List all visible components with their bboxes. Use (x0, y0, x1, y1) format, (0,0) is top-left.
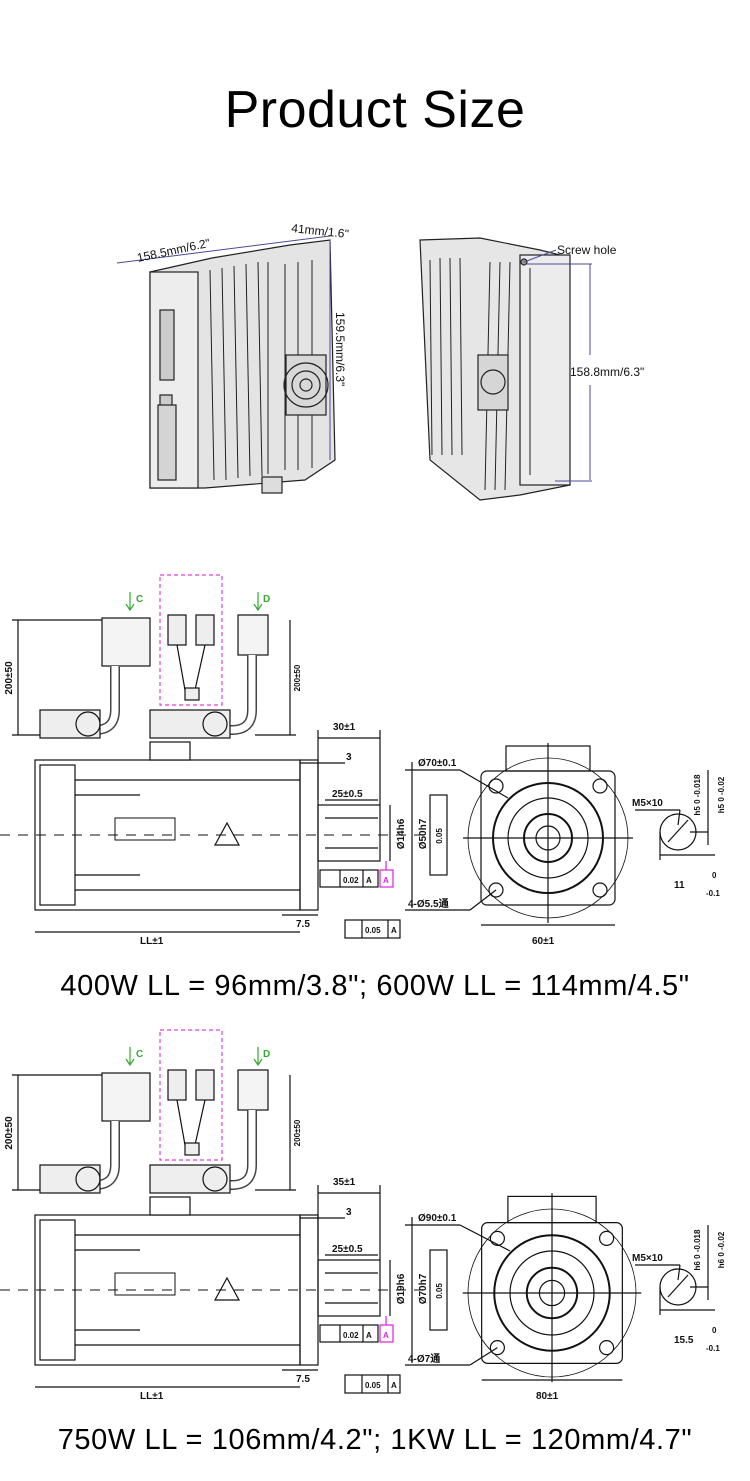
key-width-dim: h5 0 -0.018 (693, 774, 702, 815)
flange-thickness-dim: 3 (346, 752, 352, 763)
coaxiality-tolerance: 0.05 (435, 1283, 444, 1299)
key-height-dim: h5 0 -0.02 (717, 776, 726, 813)
spigot-diameter-dim: Ø50h7 (418, 818, 429, 849)
flange-size-dim: 80±1 (536, 1391, 559, 1402)
perpendicularity-datum: A (391, 926, 397, 935)
shaft-length-dim: 30±1 (333, 722, 356, 733)
key-height-dim: h6 0 -0.02 (717, 1231, 726, 1268)
key-length-dim: 25±0.5 (332, 789, 363, 800)
hole-spacing-label: 158.8mm/6.3" (570, 365, 644, 379)
flat-tol-lower: -0.1 (706, 1344, 720, 1353)
runout-tolerance: 0.02 (343, 1331, 359, 1340)
datum-marker: A (383, 1331, 389, 1340)
spigot-height-dim: 7.5 (296, 1374, 310, 1385)
motor-dimension-drawing: 200±50 200±50 C D 35±1 3 25±0.5 Ø19h6 Ø7… (0, 1029, 726, 1402)
motor-side-view (0, 730, 448, 939)
tap-thread-dim: M5×10 (632, 798, 663, 809)
perpendicularity-tolerance: 0.05 (365, 1381, 381, 1390)
cable-assembly-drawing (12, 1029, 296, 1194)
motor-caption-750w-1kw: 750W LL = 106mm/4.2"; 1KW LL = 120mm/4.7… (57, 1424, 693, 1456)
runout-tolerance: 0.02 (343, 876, 359, 885)
key-length-dim: 25±0.5 (332, 1244, 363, 1255)
driver-dimension-lines (116, 235, 331, 460)
runout-datum: A (366, 1331, 372, 1340)
body-length-dim: LL±1 (140, 936, 164, 947)
motor-front-view (405, 1193, 642, 1383)
shaft-diameter-dim: Ø14h6 (396, 818, 407, 849)
page-title: Product Size (224, 81, 526, 139)
driver-screw-spacing-lines (523, 249, 592, 482)
motor-front-view (405, 743, 633, 926)
cable-assembly-drawing (12, 574, 296, 739)
connector-c-label: C (136, 594, 143, 605)
coaxiality-tolerance: 0.05 (435, 828, 444, 844)
cable-length-right: 200±50 (293, 664, 302, 691)
mount-holes-dim: 4-Ø7通 (408, 1353, 440, 1365)
flange-thickness-dim: 3 (346, 1207, 352, 1218)
driver-front-view (149, 239, 336, 494)
driver-height-label: 159.5mm/6.3" (333, 312, 347, 386)
tap-thread-dim: M5×10 (632, 1253, 663, 1264)
flat-tol-upper: 0 (712, 1326, 717, 1335)
spigot-diameter-dim: Ø70h7 (418, 1273, 429, 1304)
runout-datum: A (366, 876, 372, 885)
shaft-length-dim: 35±1 (333, 1177, 356, 1188)
spigot-height-dim: 7.5 (296, 919, 310, 930)
driver-width-label: 41mm/1.6" (291, 221, 350, 241)
cable-length-right: 200±50 (293, 1119, 302, 1146)
servo-driver-illustration: 158.5mm/6.2" 41mm/1.6" 159.5mm/6.3" Scre… (116, 221, 644, 501)
cable-length-left: 200±50 (4, 661, 15, 695)
shaft-flat-dim: 15.5 (674, 1335, 694, 1346)
pcd-dim: Ø90±0.1 (418, 1213, 457, 1224)
motor-side-view (0, 1185, 448, 1394)
motor-caption-400w-600w: 400W LL = 96mm/3.8"; 600W LL = 114mm/4.5… (60, 970, 690, 1002)
body-length-dim: LL±1 (140, 1391, 164, 1402)
cable-length-left: 200±50 (4, 1116, 15, 1150)
datum-marker: A (383, 876, 389, 885)
shaft-keyway-detail (635, 770, 715, 860)
pcd-dim: Ø70±0.1 (418, 758, 457, 769)
driver-side-view (419, 237, 571, 501)
mount-holes-dim: 4-Ø5.5通 (408, 898, 449, 910)
motor-dimension-drawing: 200±50 200±50 C D 30±1 3 25±0.5 Ø14h6 Ø5… (0, 574, 726, 947)
flat-tol-upper: 0 (712, 871, 717, 880)
shaft-diameter-dim: Ø19h6 (396, 1273, 407, 1304)
key-width-dim: h6 0 -0.018 (693, 1229, 702, 1270)
perpendicularity-tolerance: 0.05 (365, 926, 381, 935)
shaft-flat-dim: 11 (674, 880, 685, 891)
connector-c-label: C (136, 1049, 143, 1060)
screw-hole-label: Screw hole (557, 243, 617, 257)
flat-tol-lower: -0.1 (706, 889, 720, 898)
connector-d-label: D (263, 594, 270, 605)
shaft-keyway-detail (635, 1225, 715, 1315)
perpendicularity-datum: A (391, 1381, 397, 1390)
flange-size-dim: 60±1 (532, 936, 555, 947)
connector-d-label: D (263, 1049, 270, 1060)
